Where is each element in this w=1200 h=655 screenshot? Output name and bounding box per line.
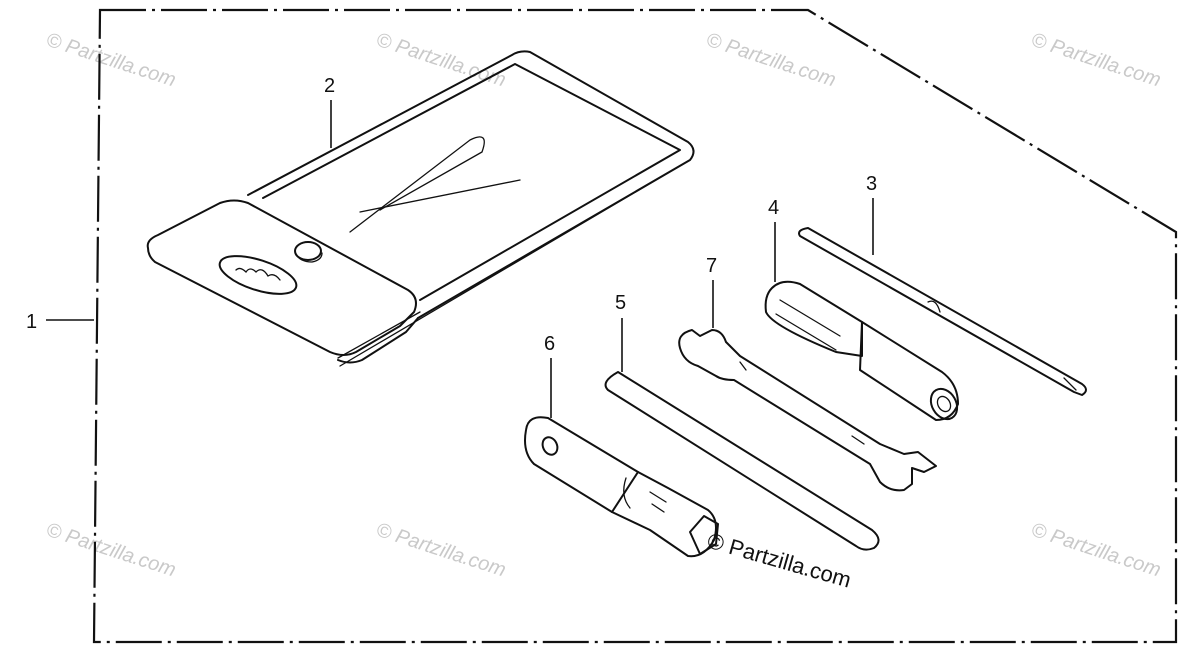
callout-5[interactable]: 5 <box>615 292 626 372</box>
watermark: © Partzilla.com <box>373 29 508 92</box>
watermark: © Partzilla.com <box>43 29 178 92</box>
screwdriver-shaft[interactable] <box>798 227 1087 396</box>
kit-frame <box>92 8 1178 644</box>
callout-1[interactable]: 1 <box>26 311 94 333</box>
handle-bar[interactable] <box>604 371 880 551</box>
watermark: © Partzilla.com <box>43 519 178 582</box>
callout-label: 7 <box>706 255 717 277</box>
watermark: © Partzilla.com <box>373 519 508 582</box>
spark-plug-wrench[interactable] <box>524 416 719 558</box>
callout-2[interactable]: 2 <box>324 75 335 148</box>
watermark-main: © Partzilla.com <box>705 528 854 593</box>
callout-label: 3 <box>866 173 877 195</box>
callout-label: 4 <box>768 197 779 219</box>
watermark: © Partzilla.com <box>1028 29 1163 92</box>
watermarks: © Partzilla.com © Partzilla.com © Partzi… <box>43 29 1163 582</box>
callout-6[interactable]: 6 <box>544 333 555 418</box>
watermark: © Partzilla.com <box>703 29 838 92</box>
callout-4[interactable]: 4 <box>768 197 779 282</box>
callout-3[interactable]: 3 <box>866 173 877 255</box>
callout-label: 6 <box>544 333 555 355</box>
open-end-wrench[interactable] <box>678 329 937 492</box>
watermark: © Partzilla.com <box>1028 519 1163 582</box>
callout-label: 1 <box>26 311 37 333</box>
callout-7[interactable]: 7 <box>706 255 717 328</box>
screwdriver-handle[interactable] <box>764 280 963 424</box>
callout-label: 5 <box>615 292 626 314</box>
tool-pouch[interactable] <box>146 50 695 367</box>
callout-label: 2 <box>324 75 335 97</box>
